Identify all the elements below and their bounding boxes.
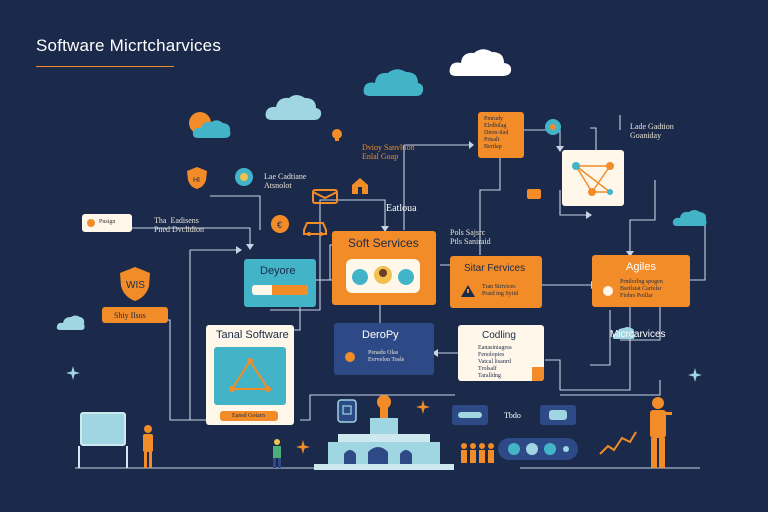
title-underline (36, 66, 174, 67)
shield-icon: HI (187, 167, 207, 189)
agiles-node[interactable]: Agiles Prntlorlng spogen Bsetlsiat Carfe… (592, 255, 690, 307)
shiy-ilsos-button[interactable]: Shiy Ilsos (102, 307, 168, 323)
people-group-icon (461, 443, 494, 463)
eatloua-label: Eatloua (386, 203, 417, 214)
soft-services-title: Soft Services (348, 236, 419, 250)
star-icon (296, 440, 310, 454)
deropy-node[interactable]: DeroPy Penadu Olas Evrvelon Tosle (334, 323, 434, 375)
tha-label: Tha Eadisens Pned Dvclidion (154, 216, 204, 234)
people-icon (352, 266, 414, 285)
network-graph-icon (572, 162, 614, 196)
building-icon (314, 395, 454, 470)
cloud-icon (612, 327, 635, 339)
pin-icon (235, 168, 253, 186)
person-icon (273, 439, 281, 468)
gear-icon (603, 286, 613, 296)
whiteboard-leg (78, 446, 80, 468)
toggle-group[interactable] (498, 438, 578, 460)
tanal-software-node[interactable]: Tanal Software Eansd Gotarn (206, 325, 294, 425)
briefcase-icon (527, 189, 541, 199)
pnsign-card[interactable]: Pnsign (82, 214, 132, 232)
warning-icon (461, 285, 475, 297)
chat-icon (549, 410, 567, 420)
whiteboard-leg (126, 446, 128, 468)
orange-dot-icon (87, 219, 95, 227)
person-icon (650, 397, 672, 468)
coin-icon (345, 352, 355, 362)
car-icon (303, 222, 327, 236)
deropy-title: DeroPy (362, 329, 399, 341)
star-icon (688, 368, 702, 382)
network-graph-icon (229, 358, 271, 392)
agiles-title: Agiles (626, 261, 656, 273)
deyore-title: Deyore (260, 265, 296, 277)
chart-icon (599, 431, 637, 455)
network-graph-card[interactable] (562, 150, 624, 206)
sitar-services-node[interactable]: Sitar Fervices Tran Strivices Praid ing … (450, 256, 542, 308)
sun-icon (189, 112, 231, 138)
coding-lines: Eanasiniagrea Fenolopies Vatcal lisanrd … (478, 345, 512, 379)
icon-tile[interactable] (452, 405, 488, 425)
house-icon (352, 178, 368, 194)
left-mid-label: Lae Cadtiane Atsnolot (264, 172, 307, 190)
tanal-software-button-label: Eansd Gotarn (232, 413, 265, 419)
gear-icon (545, 119, 561, 135)
shield-icon: WIS (120, 267, 150, 301)
star-icon (66, 366, 80, 380)
pill-icon (458, 412, 482, 418)
shiy-ilsos-label: Shiy Ilsos (114, 311, 146, 320)
agiles-lines: Prntlorlng spogen Bsetlsiat Carfelsr Fio… (620, 279, 663, 299)
deyore-bar (252, 285, 308, 295)
phone-icon (337, 399, 357, 423)
lade-label: Lade Gadtion Goaniday (630, 122, 674, 140)
person-icon (143, 425, 153, 468)
deropy-lines: Penadu Olas Evrvelon Tosle (368, 350, 405, 363)
soft-services-panel (346, 259, 420, 293)
toggle-dots-icon (508, 443, 569, 455)
lightbulb-icon (332, 129, 342, 141)
tanal-software-button[interactable]: Eansd Gotarn (220, 411, 278, 421)
whiteboard-icon (80, 412, 126, 446)
soft-services-node[interactable]: Soft Services (332, 231, 436, 305)
coin-icon: € (271, 215, 289, 233)
icon-tile[interactable] (540, 405, 576, 425)
coding-title: Codling (482, 330, 516, 341)
svg-text:HI: HI (193, 177, 200, 184)
tanal-software-title: Tanal Software (216, 329, 289, 341)
tanal-software-screen (214, 347, 286, 405)
card-top-orange[interactable]: Pmrudy Elrdbilag Dnon-ilad Prtsalt Bertl… (478, 112, 524, 158)
sitar-services-lines: Tran Strivices Praid ing Syiid (482, 284, 519, 297)
cloud-icon (449, 49, 512, 76)
cloud-icon (672, 210, 707, 226)
top-mid-label: Dvioy Sanvltion Enlal Goap (362, 143, 415, 161)
coding-corner (532, 367, 544, 381)
microservices-label: Micrcarvices (610, 329, 666, 340)
card-top-lines: Pmrudy Elrdbilag Dnon-ilad Prtsalt Bertl… (484, 116, 509, 150)
tbdo-tile[interactable]: Tbdo (494, 405, 530, 425)
coding-node[interactable]: Codling Eanasiniagrea Fenolopies Vatcal … (458, 325, 544, 381)
briefcase-icon (312, 189, 338, 204)
tbdo-label: Tbdo (504, 411, 521, 420)
pols-label: Pols Sajsrc Ptls Saniraid (450, 228, 491, 246)
deyore-node[interactable]: Deyore (244, 259, 316, 307)
pnsign-text: Pnsign (99, 219, 116, 225)
svg-text:WIS: WIS (126, 280, 145, 291)
svg-text:€: € (277, 220, 282, 230)
page-title: Software Micrtcharvices (36, 36, 222, 55)
sitar-services-title: Sitar Fervices (464, 263, 526, 274)
cloud-icon (265, 95, 322, 120)
star-icon (416, 400, 430, 414)
deyore-bar-fill (272, 285, 308, 295)
cloud-icon (56, 315, 85, 330)
cloud-icon (363, 69, 424, 96)
